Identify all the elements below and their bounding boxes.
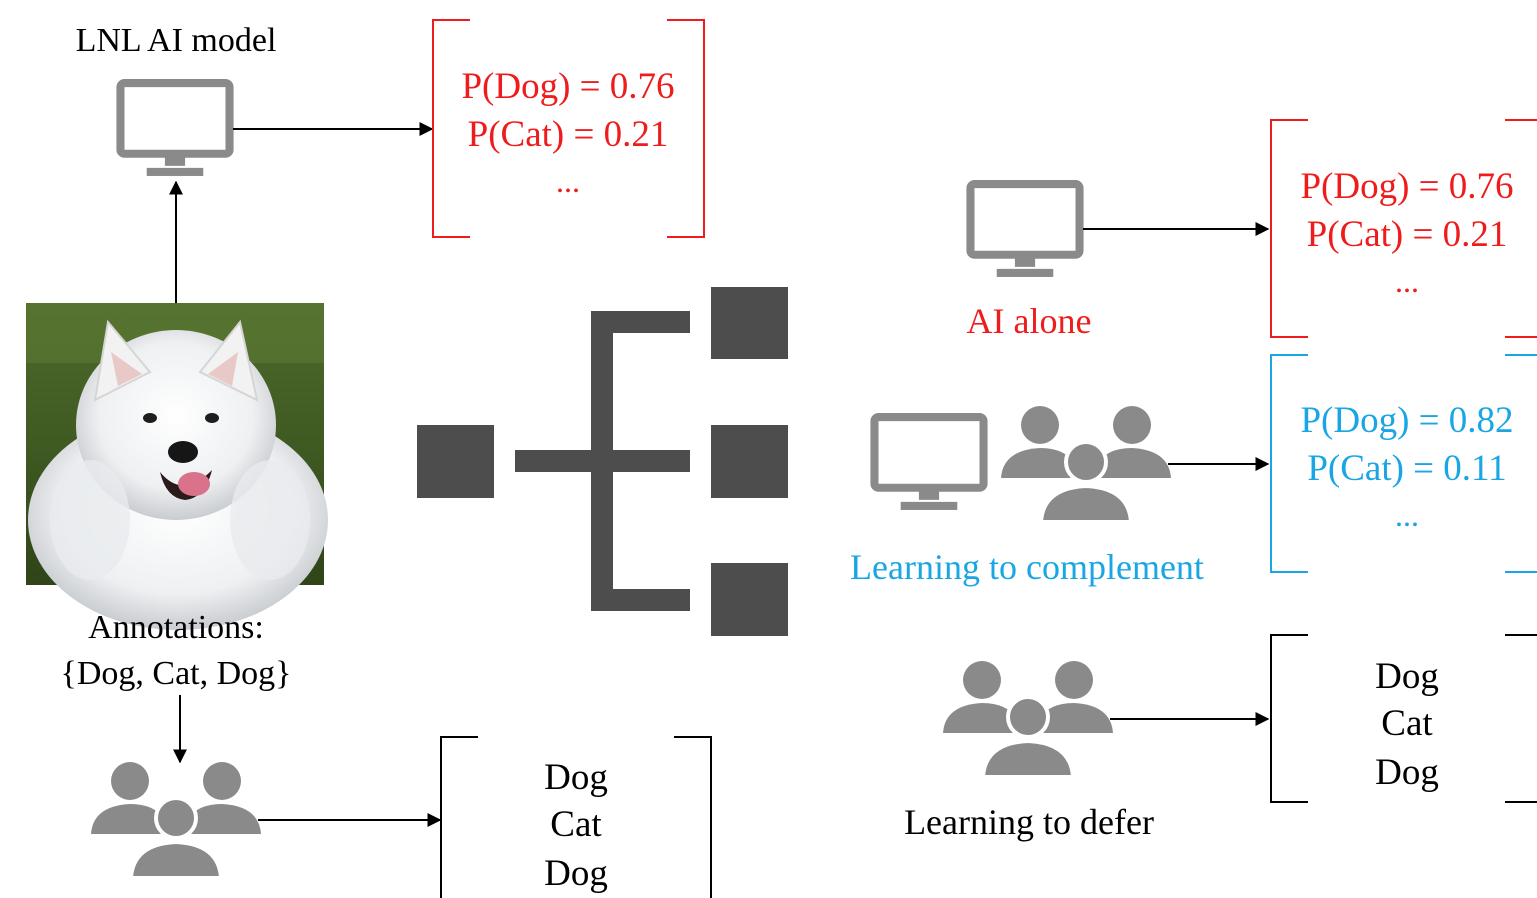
- ai-alone-prediction-dog: P(Dog) = 0.76: [1300, 166, 1513, 207]
- defer-label: Learning to defer: [904, 802, 1154, 842]
- human-label-2: Cat: [550, 804, 602, 845]
- people-group-icon: [943, 659, 1113, 777]
- monitor-icon: [874, 417, 983, 510]
- defer-label-3: Dog: [1375, 752, 1439, 793]
- complement-prediction-bracket: [1270, 354, 1537, 573]
- complement-prediction-dog: P(Dog) = 0.82: [1300, 400, 1513, 441]
- monitor-icon: [120, 83, 229, 176]
- tree-branch-icon: [417, 287, 788, 636]
- defer-label-1: Dog: [1375, 656, 1439, 697]
- dog-photo: [26, 303, 328, 630]
- lnl-prediction-ellipsis: ...: [556, 163, 580, 199]
- human-label-1: Dog: [544, 757, 608, 798]
- people-group-icon: [1001, 404, 1171, 522]
- lnl-model-title: LNL AI model: [76, 22, 277, 59]
- monitor-icon: [970, 184, 1079, 277]
- ai-alone-prediction-ellipsis: ...: [1395, 263, 1419, 299]
- complement-prediction-cat: P(Cat) = 0.11: [1307, 448, 1506, 489]
- complement-prediction-ellipsis: ...: [1395, 497, 1419, 533]
- annotations-label: Annotations:: [88, 609, 264, 646]
- ai-alone-prediction-bracket: [1270, 119, 1537, 338]
- lnl-prediction-cat: P(Cat) = 0.21: [468, 114, 669, 155]
- human-label-3: Dog: [544, 853, 608, 894]
- ai-alone-label: AI alone: [967, 301, 1092, 341]
- lnl-prediction-bracket: [432, 19, 705, 238]
- lnl-prediction-dog: P(Dog) = 0.76: [461, 66, 674, 107]
- defer-labels-bracket: [1270, 634, 1537, 803]
- complement-label: Learning to complement: [850, 547, 1204, 587]
- annotations-value: {Dog, Cat, Dog}: [61, 655, 292, 692]
- human-labels-bracket: [440, 736, 712, 898]
- people-group-icon: [91, 760, 261, 878]
- ai-alone-prediction-cat: P(Cat) = 0.21: [1307, 214, 1508, 255]
- defer-label-2: Cat: [1381, 703, 1433, 744]
